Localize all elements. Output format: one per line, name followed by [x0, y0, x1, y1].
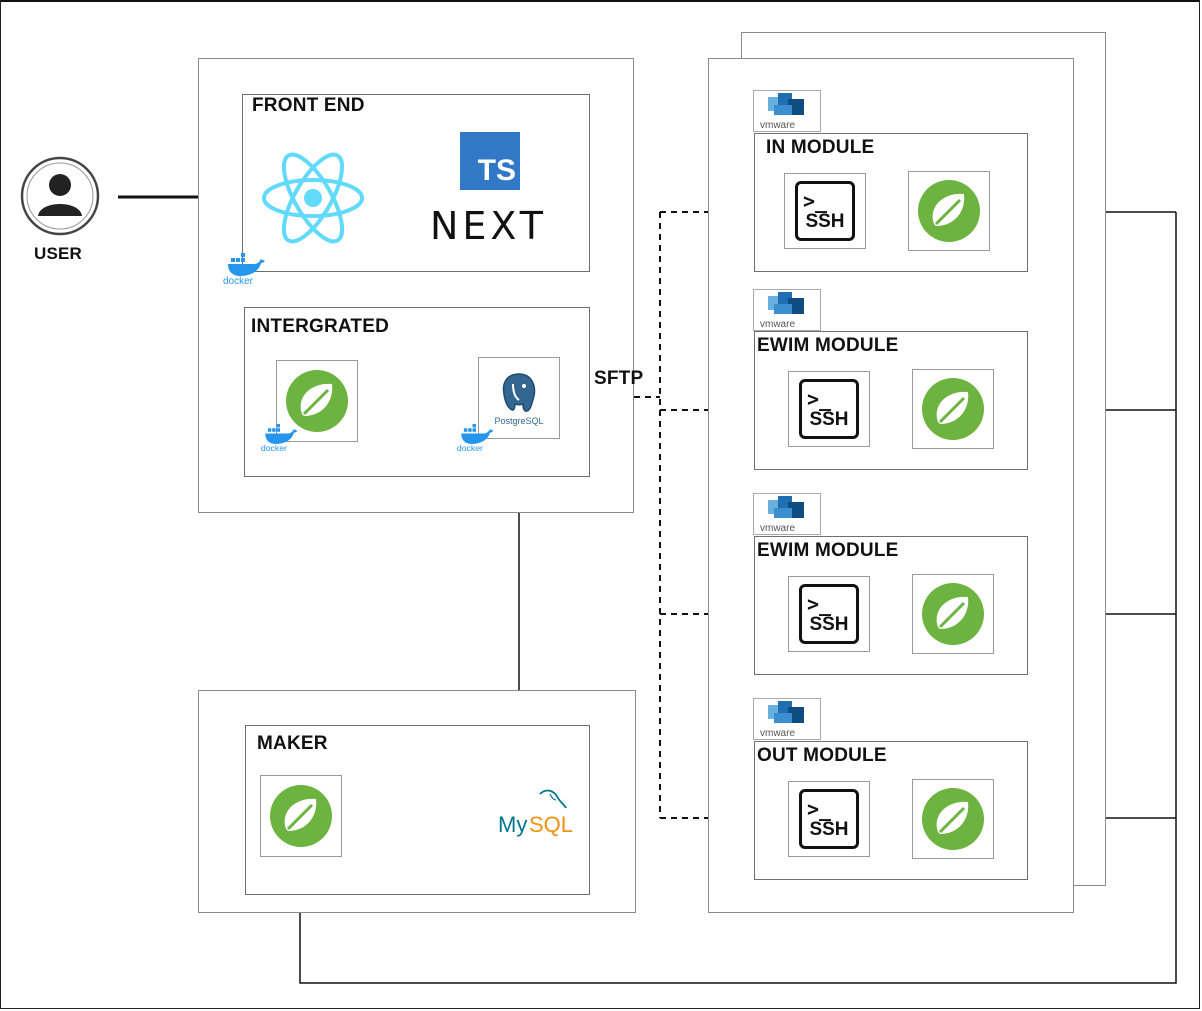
ssh-icon: >_ SSH	[799, 584, 859, 644]
frontend-title: FRONT END	[252, 95, 365, 116]
spring-icon	[270, 785, 332, 847]
postgres-tile: PostgreSQL	[478, 357, 560, 439]
docker-icon: docker	[260, 420, 300, 454]
ssh-tile: >_ SSH	[784, 173, 866, 249]
user-avatar-icon	[20, 156, 100, 236]
docker-icon: docker	[456, 420, 496, 454]
ssh-tile: >_ SSH	[788, 371, 870, 447]
sftp-label: SFTP	[594, 368, 644, 389]
module-spring-tile	[912, 779, 994, 859]
module-title: EWIM MODULE	[757, 540, 899, 561]
mysql-sql: SQL	[529, 812, 574, 837]
mysql-icon: My SQL	[496, 788, 580, 838]
integrated-title: INTERGRATED	[251, 316, 390, 337]
svg-text:vmware: vmware	[760, 120, 795, 131]
module-title: IN MODULE	[766, 137, 875, 158]
module-spring-tile	[912, 574, 994, 654]
svg-text:docker: docker	[261, 443, 287, 453]
module-title: EWIM MODULE	[757, 335, 899, 356]
ssh-tile: >_ SSH	[788, 781, 870, 857]
vmware-icon: vmware	[753, 698, 821, 740]
svg-text:docker: docker	[223, 276, 254, 286]
spring-icon	[918, 180, 980, 242]
spring-icon	[922, 378, 984, 440]
react-icon	[260, 150, 366, 246]
vmware-icon: vmware	[753, 493, 821, 535]
ssh-icon: >_ SSH	[795, 181, 855, 241]
docker-icon: docker	[222, 250, 268, 287]
maker-to-modules-line	[299, 212, 1177, 984]
spring-icon	[922, 788, 984, 850]
ssh-tile: >_ SSH	[788, 576, 870, 652]
svg-text:docker: docker	[457, 443, 483, 453]
typescript-icon: TS	[460, 132, 520, 190]
module-title: OUT MODULE	[757, 745, 887, 766]
integrated-spring-tile	[276, 360, 358, 442]
ssh-icon: >_ SSH	[799, 379, 859, 439]
svg-text:vmware: vmware	[760, 319, 795, 330]
vmware-icon: vmware	[753, 289, 821, 331]
svg-text:vmware: vmware	[760, 728, 795, 739]
nextjs-logo: NEXT	[430, 204, 548, 248]
postgres-label: PostgreSQL	[494, 416, 544, 426]
spring-icon	[922, 583, 984, 645]
spring-icon	[286, 370, 348, 432]
ssh-icon: >_ SSH	[799, 789, 859, 849]
user-label: USER	[34, 244, 83, 263]
vmware-icon: vmware	[753, 90, 821, 132]
mysql-my: My	[498, 812, 528, 837]
maker-spring-tile	[260, 775, 342, 857]
module-spring-tile	[912, 369, 994, 449]
module-spring-tile	[908, 171, 990, 251]
svg-text:vmware: vmware	[760, 523, 795, 534]
maker-title: MAKER	[257, 733, 328, 754]
postgresql-icon	[502, 373, 536, 412]
